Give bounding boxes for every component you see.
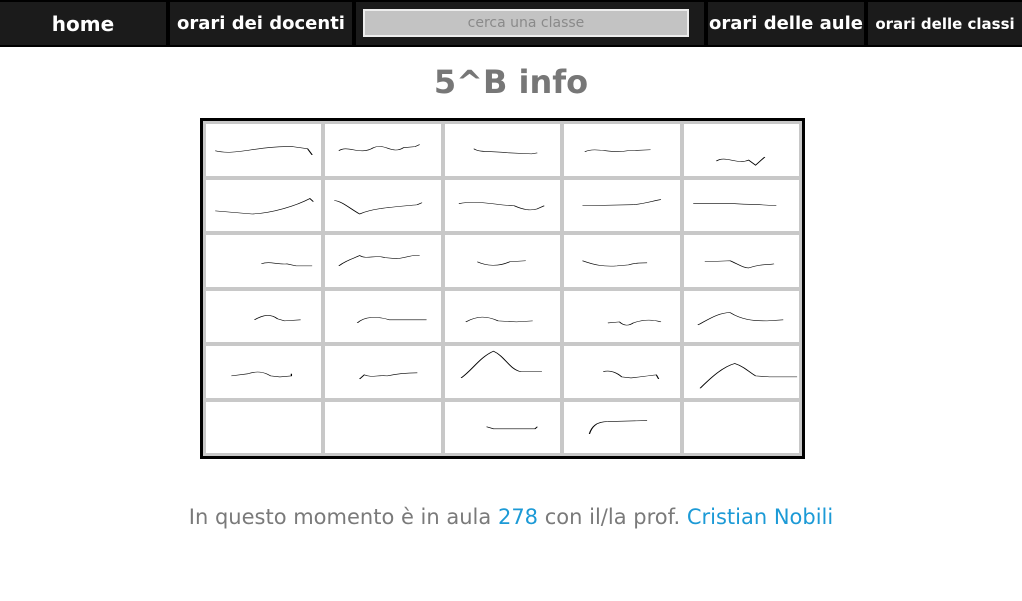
schedule-cell[interactable] (325, 179, 441, 231)
schedule-cell[interactable] (683, 401, 799, 453)
nav-classes-link[interactable]: orari delle classi (868, 2, 1022, 45)
schedule-cell[interactable] (444, 346, 561, 398)
schedule-cell[interactable] (444, 124, 561, 176)
schedule-cell[interactable] (444, 179, 561, 231)
status-teacher[interactable]: Cristian Nobili (686, 505, 834, 529)
class-search-input[interactable] (363, 9, 689, 37)
schedule-cell[interactable] (683, 235, 799, 287)
schedule-cell[interactable] (564, 235, 680, 287)
schedule-cell[interactable] (564, 346, 680, 398)
nav-search-container (356, 2, 704, 45)
status-room[interactable]: 278 (497, 505, 539, 529)
schedule-cell[interactable] (683, 290, 799, 342)
schedule-cell[interactable] (683, 179, 799, 231)
schedule-cell[interactable] (564, 124, 680, 176)
top-navbar: home orari dei docenti orari delle aule … (0, 0, 1022, 47)
schedule-cell[interactable] (444, 401, 561, 453)
schedule-grid (200, 118, 805, 459)
schedule-cell[interactable] (325, 401, 441, 453)
schedule-cell[interactable] (206, 401, 322, 453)
schedule-cell[interactable] (206, 179, 322, 231)
current-location-status: In questo momento è in aula 278 con il/l… (0, 502, 1022, 532)
nav-home-link[interactable]: home (0, 2, 166, 45)
schedule-cell[interactable] (325, 290, 441, 342)
schedule-cell[interactable] (444, 235, 561, 287)
status-middle: con il/la prof. (544, 505, 681, 529)
schedule-cell[interactable] (325, 124, 441, 176)
schedule-cell[interactable] (683, 346, 799, 398)
schedule-cell[interactable] (683, 124, 799, 176)
schedule-cell[interactable] (325, 346, 441, 398)
status-prefix: In questo momento è in aula (188, 505, 492, 529)
schedule-cell[interactable] (206, 346, 322, 398)
schedule-cell[interactable] (444, 290, 561, 342)
page-title: 5^B info (433, 63, 589, 101)
nav-rooms-link[interactable]: orari delle aule (708, 2, 864, 45)
schedule-cell[interactable] (325, 235, 441, 287)
schedule-cell[interactable] (564, 290, 680, 342)
schedule-cell[interactable] (564, 179, 680, 231)
nav-teachers-link[interactable]: orari dei docenti (170, 2, 352, 45)
schedule-cell[interactable] (206, 235, 322, 287)
schedule-cell[interactable] (206, 290, 322, 342)
schedule-cell[interactable] (564, 401, 680, 453)
schedule-cell[interactable] (206, 124, 322, 176)
